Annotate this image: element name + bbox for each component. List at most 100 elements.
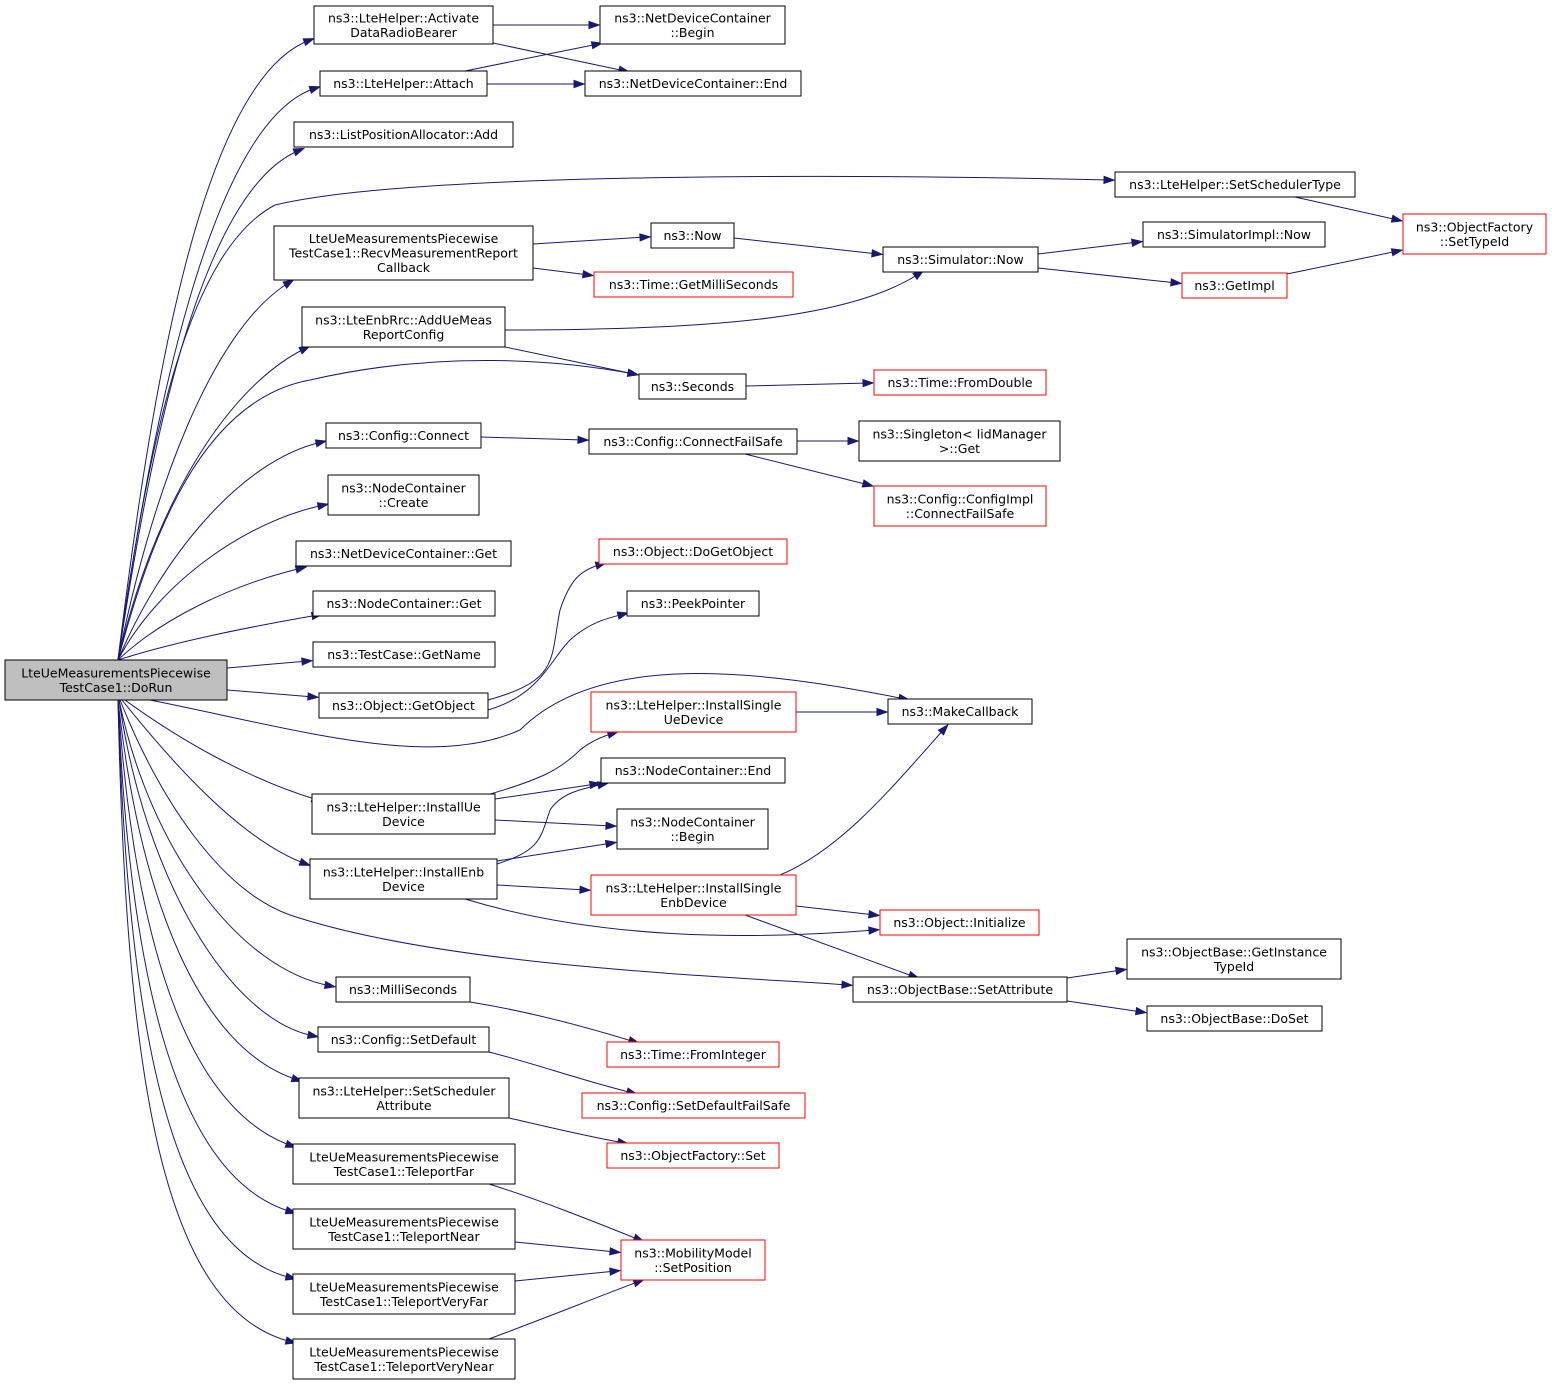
edge-getobject-to-dogetobject bbox=[487, 561, 608, 701]
node-box bbox=[335, 976, 471, 1003]
node-frominteger[interactable]: ns3::Time::FromInteger bbox=[606, 1041, 780, 1068]
node-box bbox=[590, 691, 797, 733]
node-lpa-add[interactable]: ns3::ListPositionAllocator::Add bbox=[293, 121, 514, 148]
node-of-set[interactable]: ns3::ObjectFactory::Set bbox=[606, 1142, 780, 1169]
node-label: ns3::PeekPointer bbox=[641, 596, 746, 611]
node-label: ns3::NodeContainer::Get bbox=[327, 596, 482, 611]
node-seconds[interactable]: ns3::Seconds bbox=[638, 373, 747, 400]
node-label: LteUeMeasurementsPiecewise bbox=[309, 1149, 499, 1164]
node-label: ::Begin bbox=[670, 829, 714, 844]
node-tp-near[interactable]: LteUeMeasurementsPiecewiseTestCase1::Tel… bbox=[292, 1208, 516, 1250]
node-sim-now[interactable]: ns3::Simulator::Now bbox=[882, 246, 1039, 273]
node-setdeffs[interactable]: ns3::Config::SetDefaultFailSafe bbox=[581, 1092, 806, 1119]
node-box bbox=[273, 225, 534, 281]
arrowhead-icon bbox=[1170, 278, 1183, 287]
node-box bbox=[581, 1092, 806, 1119]
node-mm-setpos[interactable]: ns3::MobilityModel::SetPosition bbox=[620, 1239, 766, 1281]
node-doset[interactable]: ns3::ObjectBase::DoSet bbox=[1146, 1005, 1323, 1032]
arrowhead-icon bbox=[301, 657, 314, 666]
node-nc-create[interactable]: ns3::NodeContainer::Create bbox=[327, 474, 480, 516]
edge-line bbox=[469, 1001, 636, 1043]
arrowhead-icon bbox=[323, 980, 337, 990]
node-makecallback[interactable]: ns3::MakeCallback bbox=[887, 698, 1033, 725]
node-label: ns3::LteHelper::InstallSingle bbox=[606, 697, 782, 712]
node-label: Device bbox=[382, 814, 425, 829]
node-ndc-get[interactable]: ns3::NetDeviceContainer::Get bbox=[295, 540, 512, 567]
edge-line bbox=[488, 1051, 634, 1094]
node-singleton[interactable]: ns3::Singleton< IidManager >::Get bbox=[858, 420, 1061, 462]
node-peekpointer[interactable]: ns3::PeekPointer bbox=[626, 590, 760, 617]
node-of-settypeid[interactable]: ns3::ObjectFactory::SetTypeId bbox=[1402, 213, 1547, 255]
edge-line bbox=[117, 359, 635, 661]
node-getimpl[interactable]: ns3::GetImpl bbox=[1181, 272, 1288, 299]
node-label: ns3::SimulatorImpl::Now bbox=[1157, 227, 1311, 242]
node-getmilli[interactable]: ns3::Time::GetMilliSeconds bbox=[593, 271, 794, 298]
node-set-sched[interactable]: ns3::LteHelper::SetSchedulerType bbox=[1114, 171, 1356, 198]
node-label: ns3::Config::Connect bbox=[338, 428, 469, 443]
node-box bbox=[590, 874, 797, 916]
edge-install_su-to-makecallback bbox=[796, 707, 889, 717]
edge-line bbox=[464, 898, 876, 937]
node-nc-get[interactable]: ns3::NodeContainer::Get bbox=[312, 590, 496, 617]
node-label: ns3::LteHelper::InstallSingle bbox=[606, 880, 782, 895]
edge-now-to-sim_now bbox=[733, 237, 884, 258]
node-label: LteUeMeasurementsPiecewise bbox=[309, 1214, 499, 1229]
node-simimpl-now[interactable]: ns3::SimulatorImpl::Now bbox=[1142, 221, 1326, 248]
edge-line bbox=[1286, 250, 1399, 275]
node-box bbox=[650, 222, 735, 249]
node-getname[interactable]: ns3::TestCase::GetName bbox=[312, 641, 496, 668]
edge-line bbox=[118, 699, 315, 1037]
node-nc-end[interactable]: ns3::NodeContainer::End bbox=[600, 757, 786, 784]
node-tp-veryfar[interactable]: LteUeMeasurementsPiecewiseTestCase1::Tel… bbox=[292, 1273, 516, 1315]
node-now[interactable]: ns3::Now bbox=[650, 222, 735, 249]
node-tp-far[interactable]: LteUeMeasurementsPiecewiseTestCase1::Tel… bbox=[292, 1143, 516, 1185]
arrowhead-icon bbox=[308, 85, 322, 94]
node-initialize[interactable]: ns3::Object::Initialize bbox=[879, 909, 1040, 936]
node-box bbox=[638, 373, 747, 400]
arrowhead-icon bbox=[604, 839, 618, 849]
arrowhead-icon bbox=[861, 479, 875, 488]
node-setattr[interactable]: ns3::ObjectBase::SetAttribute bbox=[852, 976, 1068, 1003]
node-cfg-connect[interactable]: ns3::Config::Connect bbox=[325, 422, 482, 449]
node-box bbox=[887, 698, 1033, 725]
node-box bbox=[852, 976, 1068, 1003]
node-ndc-begin[interactable]: ns3::NetDeviceContainer::Begin bbox=[599, 5, 786, 45]
node-getobject[interactable]: ns3::Object::GetObject bbox=[318, 692, 489, 719]
node-cfg-setdef[interactable]: ns3::Config::SetDefault bbox=[317, 1026, 490, 1053]
node-label: ns3::ObjectFactory bbox=[1416, 219, 1534, 234]
edge-root-to-tp_verynear bbox=[117, 699, 298, 1345]
edge-getobject-to-peekpointer bbox=[487, 611, 630, 711]
node-root[interactable]: LteUeMeasurementsPiecewiseTestCase1::DoR… bbox=[4, 659, 228, 701]
node-label: ns3::Seconds bbox=[651, 379, 734, 394]
node-box bbox=[292, 1143, 516, 1185]
node-recv[interactable]: LteUeMeasurementsPiecewiseTestCase1::Rec… bbox=[273, 225, 534, 281]
node-label: UeDevice bbox=[664, 712, 724, 727]
node-ndc-end[interactable]: ns3::NetDeviceContainer::End bbox=[584, 70, 802, 97]
arrowhead-icon bbox=[868, 910, 881, 919]
node-box bbox=[588, 428, 798, 455]
node-fromdouble[interactable]: ns3::Time::FromDouble bbox=[873, 369, 1047, 396]
arrowhead-icon bbox=[577, 435, 590, 444]
node-millis[interactable]: ns3::MilliSeconds bbox=[335, 976, 471, 1003]
node-cfgimpl[interactable]: ns3::Config::ConfigImpl::ConnectFailSafe bbox=[873, 485, 1047, 527]
node-dogetobject[interactable]: ns3::Object::DoGetObject bbox=[598, 538, 788, 565]
node-box bbox=[319, 70, 488, 97]
arrowhead-icon bbox=[847, 436, 860, 446]
node-nc-begin[interactable]: ns3::NodeContainer::Begin bbox=[616, 808, 769, 850]
node-tp-verynear[interactable]: LteUeMeasurementsPiecewiseTestCase1::Tel… bbox=[292, 1338, 516, 1380]
arrowhead-icon bbox=[868, 926, 881, 935]
node-box bbox=[4, 659, 228, 701]
edge-root-to-getname bbox=[226, 657, 314, 669]
node-attach[interactable]: ns3::LteHelper::Attach bbox=[319, 70, 488, 97]
node-label: ns3::Time::GetMilliSeconds bbox=[609, 277, 778, 292]
node-cfg-cfs[interactable]: ns3::Config::ConnectFailSafe bbox=[588, 428, 798, 455]
node-label: TestCase1::TeleportNear bbox=[327, 1229, 480, 1244]
